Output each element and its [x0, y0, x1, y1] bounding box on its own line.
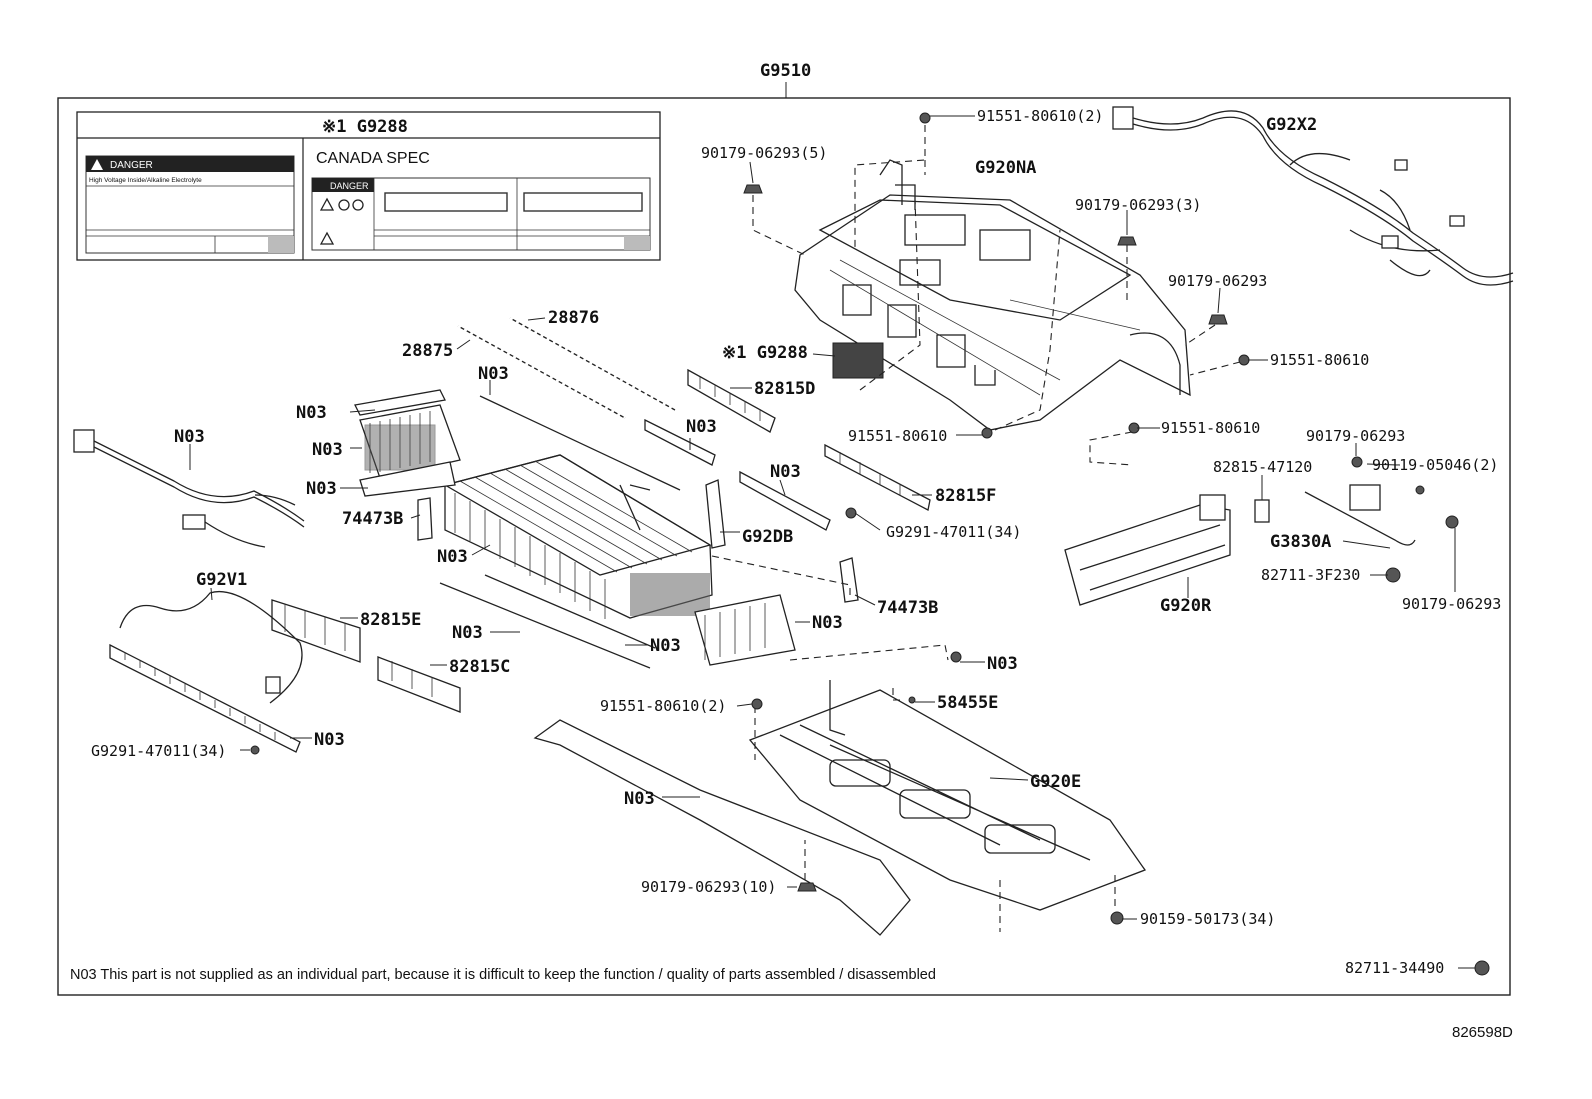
callout-n03-k[interactable]: N03	[650, 636, 681, 656]
callout-g920e[interactable]: G920E	[1030, 772, 1081, 792]
end-plate-right	[694, 479, 859, 666]
bus-bar-modules	[109, 368, 931, 753]
callout-82815-47120[interactable]: 82815-47120	[1213, 458, 1312, 476]
bus-bar-strips	[457, 317, 676, 419]
callout-74473b-b[interactable]: 74473B	[877, 598, 938, 618]
callout-90119-05046-2[interactable]: 90119-05046(2)	[1372, 456, 1498, 474]
callout-82711-3f230[interactable]: 82711-3F230	[1261, 566, 1360, 584]
footnote-n03: N03 This part is not supplied as an indi…	[70, 967, 936, 983]
callout-labels: G920NA G92X2 91551-80610(2) 90179-06293(…	[91, 107, 1501, 928]
label-box-title[interactable]: ※1 G9288	[322, 117, 408, 137]
upper-case-frame	[794, 159, 1191, 431]
label-box: ※1 G9288 CANADA SPEC DANGER High Voltage…	[76, 111, 661, 261]
callout-n03-b[interactable]: N03	[296, 403, 327, 423]
diagram-code: 826598D	[1452, 1024, 1513, 1041]
callout-g920na[interactable]: G920NA	[975, 158, 1036, 178]
callout-82815d[interactable]: 82815D	[754, 379, 815, 399]
label-plate-g9288	[832, 342, 884, 379]
wire-harness-g92v1	[119, 591, 303, 704]
callout-n03-f[interactable]: N03	[306, 479, 337, 499]
callout-82815c[interactable]: 82815C	[449, 657, 510, 677]
callout-91551-80610-a[interactable]: 91551-80610	[1270, 351, 1369, 369]
sensor-g3830a	[1254, 484, 1416, 546]
lower-tray	[748, 680, 1147, 911]
tie-rods	[439, 395, 681, 669]
callout-90179-06293-c[interactable]: 90179-06293	[1402, 595, 1501, 613]
callout-82711-34490[interactable]: 82711-34490	[1345, 959, 1444, 977]
callout-n03-g[interactable]: N03	[770, 462, 801, 482]
end-plate-left	[354, 389, 461, 541]
callout-g9291-47011-34-a[interactable]: G9291-47011(34)	[886, 523, 1021, 541]
callout-91551-80610-c[interactable]: 91551-80610	[1161, 419, 1260, 437]
callout-g9288[interactable]: ※1 G9288	[722, 343, 808, 363]
side-rail	[533, 719, 911, 936]
fasteners	[250, 112, 1490, 976]
callout-n03-a[interactable]: N03	[478, 364, 509, 384]
callout-n03-j[interactable]: N03	[452, 623, 483, 643]
callout-n03-m[interactable]: N03	[314, 730, 345, 750]
callout-74473b-a[interactable]: 74473B	[342, 509, 403, 529]
callout-91551-80610-2-b[interactable]: 91551-80610(2)	[600, 697, 726, 715]
callout-g3830a[interactable]: G3830A	[1270, 532, 1331, 552]
wire-harness-g92x2	[1112, 106, 1514, 286]
callout-91551-80610-2-top[interactable]: 91551-80610(2)	[977, 107, 1103, 125]
callout-n03-l[interactable]: N03	[987, 654, 1018, 674]
assembly-label[interactable]: G9510	[760, 61, 811, 81]
callout-n03-n[interactable]: N03	[624, 789, 655, 809]
callout-91551-80610-b[interactable]: 91551-80610	[848, 427, 947, 445]
wire-harness-left	[73, 429, 305, 548]
callout-n03-d[interactable]: N03	[174, 427, 205, 447]
callout-90179-06293-5[interactable]: 90179-06293(5)	[701, 144, 827, 162]
callout-g92v1[interactable]: G92V1	[196, 570, 247, 590]
callout-g920r[interactable]: G920R	[1160, 596, 1212, 616]
danger-text-canada: DANGER	[330, 181, 369, 191]
callout-58455e[interactable]: 58455E	[937, 693, 998, 713]
leader-lines	[189, 115, 1475, 969]
callout-28875[interactable]: 28875	[402, 341, 453, 361]
bracket-g920r	[1064, 494, 1231, 606]
callout-90179-06293-3[interactable]: 90179-06293(3)	[1075, 196, 1201, 214]
callout-28876[interactable]: 28876	[548, 308, 599, 328]
battery-module-stack	[443, 454, 713, 619]
callout-82815e[interactable]: 82815E	[360, 610, 421, 630]
callout-g92x2[interactable]: G92X2	[1266, 115, 1317, 135]
callout-g9291-47011-34-b[interactable]: G9291-47011(34)	[91, 742, 226, 760]
danger-text: DANGER	[110, 160, 153, 171]
callout-82815f[interactable]: 82815F	[935, 486, 996, 506]
callout-n03-i[interactable]: N03	[812, 613, 843, 633]
danger-label-standard: DANGER High Voltage Inside/Alkaline Elec…	[85, 155, 295, 254]
callout-n03-c[interactable]: N03	[686, 417, 717, 437]
callout-90179-06293-b[interactable]: 90179-06293	[1306, 427, 1405, 445]
callout-n03-h[interactable]: N03	[437, 547, 468, 567]
assembly-frame	[57, 97, 1511, 996]
callout-g92db[interactable]: G92DB	[742, 527, 793, 547]
canada-spec-label: CANADA SPEC	[316, 150, 430, 167]
callout-90179-06293-a[interactable]: 90179-06293	[1168, 272, 1267, 290]
callout-90159-50173-34[interactable]: 90159-50173(34)	[1140, 910, 1275, 928]
danger-label-canada: DANGER	[311, 177, 651, 251]
dashed-guides	[711, 125, 1241, 932]
callout-n03-e[interactable]: N03	[312, 440, 343, 460]
hv-warning-text: High Voltage Inside/Alkaline Electrolyte	[89, 177, 202, 184]
callout-90179-06293-10[interactable]: 90179-06293(10)	[641, 878, 776, 896]
